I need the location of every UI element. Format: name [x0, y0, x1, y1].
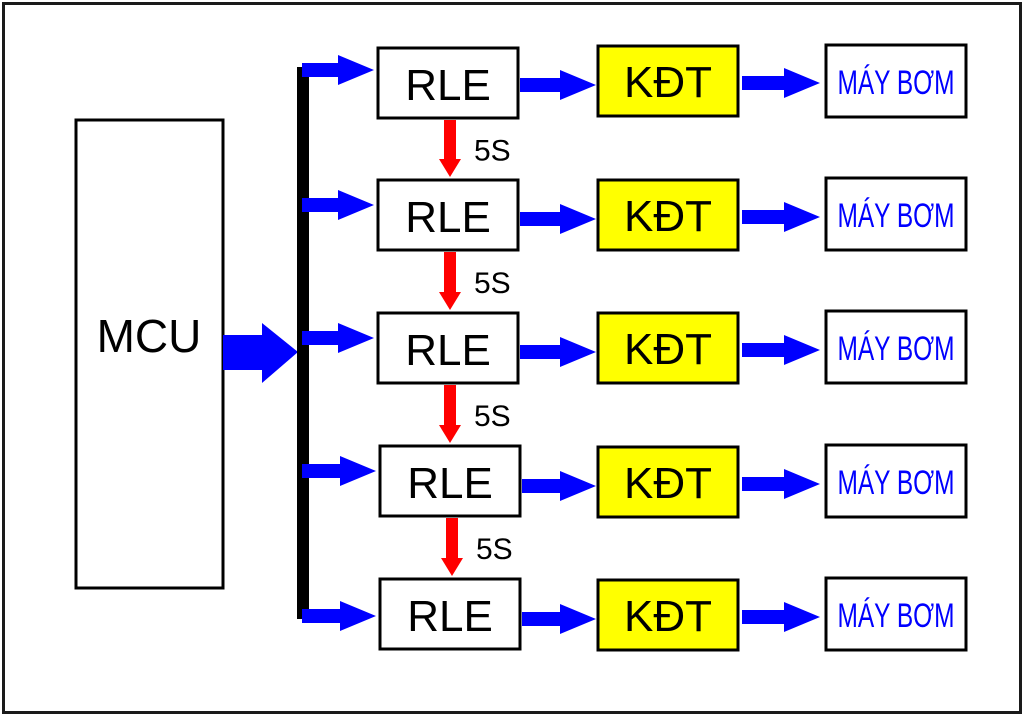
delay-arrow [439, 252, 461, 310]
delay-arrow [439, 385, 461, 443]
row-1: RLE KĐT MÁY BƠM [302, 43, 968, 120]
contactor-to-pump-arrow [742, 602, 820, 632]
mcu-label: MCU [97, 310, 202, 362]
relay-to-contactor-arrow [522, 471, 596, 501]
pump-block: MÁY BƠM [824, 576, 968, 652]
delay-label: 5S [476, 533, 513, 566]
pump-block: MÁY BƠM [824, 309, 968, 385]
relay-label: RLE [405, 61, 491, 110]
relay-to-contactor-arrow [520, 204, 596, 234]
contactor-to-pump-arrow [742, 68, 820, 98]
delay-3: 5S [439, 385, 511, 443]
contactor-to-pump-arrow [742, 469, 820, 499]
delay-arrow [441, 518, 463, 576]
bus-to-relay-arrow [302, 323, 374, 353]
relay-block: RLE [376, 178, 520, 252]
contactor-block: KĐT [596, 178, 740, 252]
relay-label: RLE [405, 326, 491, 375]
relay-label: RLE [407, 459, 493, 508]
bus-to-relay-arrow [302, 55, 374, 85]
contactor-block: KĐT [596, 578, 740, 652]
contactor-label: KĐT [624, 192, 712, 241]
bus-to-relay-arrow [302, 190, 374, 220]
contactor-label: KĐT [624, 592, 712, 641]
delay-4: 5S [441, 518, 513, 576]
delay-label: 5S [474, 267, 511, 300]
row-3: RLE KĐT MÁY BƠM [302, 309, 968, 385]
pump-block: MÁY BƠM [824, 176, 968, 252]
bus-to-relay-arrow [302, 601, 376, 631]
relay-block: RLE [376, 46, 520, 120]
contactor-block: KĐT [596, 44, 740, 118]
contactor-to-pump-arrow [742, 202, 820, 232]
mcu-block: MCU [74, 118, 225, 590]
delay-label: 5S [474, 400, 511, 433]
contactor-label: KĐT [624, 459, 712, 508]
relay-to-contactor-arrow [522, 604, 596, 634]
row-2: RLE KĐT MÁY BƠM [302, 176, 968, 252]
mcu-output-arrow [223, 323, 298, 383]
contactor-block: KĐT [596, 445, 740, 519]
pump-label: MÁY BƠM [837, 197, 954, 235]
pump-label: MÁY BƠM [837, 330, 954, 368]
relay-block: RLE [378, 577, 522, 651]
pump-block: MÁY BƠM [824, 43, 968, 119]
delay-2: 5S [439, 252, 511, 310]
contactor-label: KĐT [624, 325, 712, 374]
delay-label: 5S [474, 135, 511, 168]
delay-arrow [439, 120, 461, 177]
contactor-label: KĐT [624, 58, 712, 107]
relay-label: RLE [405, 193, 491, 242]
bus-to-relay-arrow [302, 456, 376, 486]
pump-label: MÁY BƠM [837, 464, 954, 502]
pump-block: MÁY BƠM [824, 443, 968, 519]
pump-label: MÁY BƠM [837, 597, 954, 635]
delay-1: 5S [439, 120, 511, 177]
row-4: RLE KĐT MÁY BƠM [302, 443, 968, 519]
relay-to-contactor-arrow [520, 70, 596, 100]
pump-label: MÁY BƠM [837, 64, 954, 102]
relay-to-contactor-arrow [520, 337, 596, 367]
relay-block: RLE [376, 311, 520, 385]
contactor-block: KĐT [596, 311, 740, 385]
row-5: RLE KĐT MÁY BƠM [302, 576, 968, 652]
contactor-to-pump-arrow [742, 335, 820, 365]
relay-block: RLE [378, 444, 522, 518]
relay-label: RLE [407, 592, 493, 641]
